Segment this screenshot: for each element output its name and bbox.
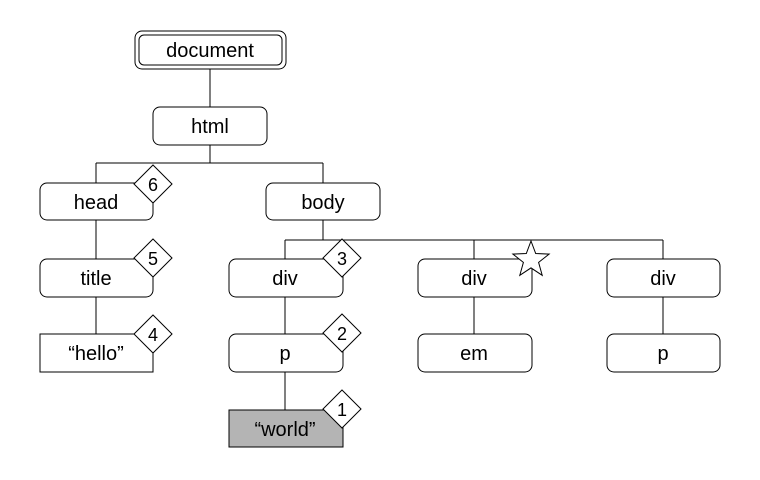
node-world-label: “world” bbox=[254, 419, 315, 441]
badge-title-number: 5 bbox=[148, 249, 158, 269]
badge-title: 5 bbox=[133, 238, 173, 278]
node-world: “world” bbox=[228, 409, 344, 448]
node-head: head bbox=[39, 182, 154, 221]
node-em: em bbox=[417, 333, 533, 373]
badge-hello-number: 4 bbox=[148, 325, 158, 345]
badge-p-1: 2 bbox=[322, 313, 362, 353]
badge-head-number: 6 bbox=[148, 175, 158, 195]
node-p-2: p bbox=[606, 333, 721, 373]
node-hello-label: “hello” bbox=[68, 343, 124, 365]
badge-div-1: 3 bbox=[322, 238, 362, 278]
node-em-label: em bbox=[460, 343, 488, 365]
badge-head: 6 bbox=[133, 164, 173, 204]
star-icon bbox=[511, 239, 551, 277]
node-hello: “hello” bbox=[39, 333, 154, 373]
node-p-2-label: p bbox=[657, 343, 668, 365]
node-p-1: p bbox=[228, 333, 344, 373]
connectors bbox=[95, 68, 664, 410]
badge-world-number: 1 bbox=[337, 400, 347, 420]
badge-hello: 4 bbox=[133, 314, 173, 354]
node-html-label: html bbox=[191, 116, 229, 138]
node-html: html bbox=[152, 106, 268, 146]
node-div-2: div bbox=[417, 258, 533, 298]
node-div-1-label: div bbox=[272, 268, 298, 290]
node-div-3: div bbox=[606, 258, 721, 298]
node-title: title bbox=[39, 258, 154, 298]
node-head-label: head bbox=[74, 192, 119, 214]
badge-world: 1 bbox=[322, 389, 362, 429]
node-p-1-label: p bbox=[279, 343, 290, 365]
node-world-box bbox=[228, 409, 344, 448]
node-div-2-label: div bbox=[461, 268, 487, 290]
node-document-label: document bbox=[166, 40, 254, 62]
node-body-label: body bbox=[301, 192, 344, 214]
badge-div-1-number: 3 bbox=[337, 249, 347, 269]
badge-p-1-number: 2 bbox=[337, 324, 347, 344]
node-div-1: div bbox=[228, 258, 344, 298]
node-body: body bbox=[265, 182, 381, 221]
node-document: document bbox=[134, 30, 287, 70]
node-div-3-label: div bbox=[650, 268, 676, 290]
node-title-label: title bbox=[80, 268, 111, 290]
